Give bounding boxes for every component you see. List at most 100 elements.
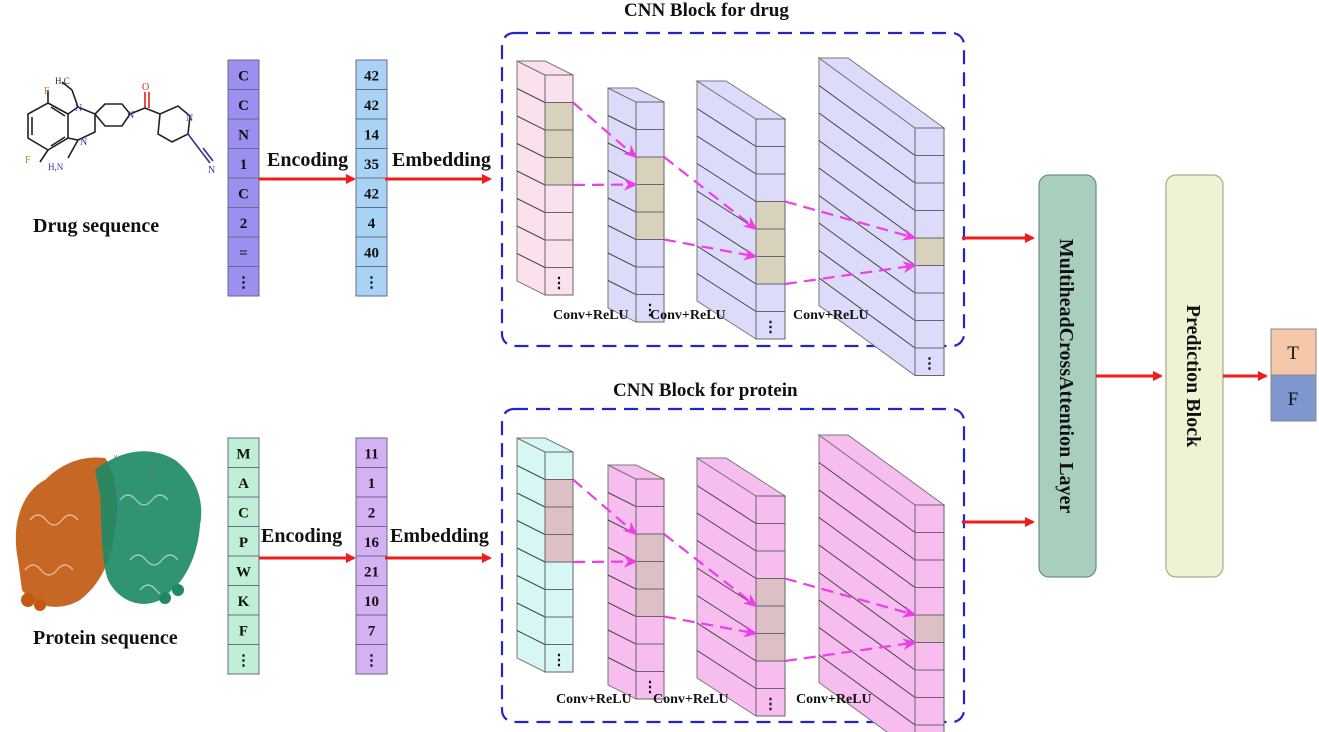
receptive-field-cell: [635, 184, 665, 213]
drug-token-column-cell: [227, 89, 260, 120]
feature-cell: [755, 311, 786, 340]
receptive-field-cell: [755, 633, 786, 662]
feature-cell: [544, 184, 574, 213]
protein-embedding-label: Embedding: [390, 525, 489, 547]
atom-label: O: [142, 82, 149, 93]
drug-encoded-column-cell-text: 42: [364, 98, 379, 114]
protein-cnn-block-frame: [500, 407, 966, 724]
protein-conv-label-1: Conv+ReLU: [556, 692, 632, 707]
drug-receptive-arrow: [572, 178, 638, 191]
ellipsis-marker: ⋮: [763, 696, 778, 712]
protein-encoded-column-cell: [355, 555, 388, 586]
feature-cell: [544, 589, 574, 618]
protein-token-column-cell-text: P: [239, 535, 248, 551]
receptive-field-cell: [755, 228, 786, 257]
receptive-field-cell: [914, 614, 945, 643]
feature-cell: [914, 292, 945, 321]
protein-conv-layer-2: ⋮: [695, 457, 787, 717]
drug-token-column-cell: [227, 59, 260, 90]
drug-token-column-cell-text: 1: [240, 157, 248, 173]
feature-cell: [544, 451, 574, 480]
drug-token-column-cell-text: =: [239, 245, 248, 261]
drug-token-column-cell-text: N: [238, 127, 249, 143]
feature-cell: [755, 118, 786, 147]
feature-cell: [914, 587, 945, 616]
svg-text:×: ×: [113, 452, 118, 462]
receptive-field-cell: [544, 506, 574, 535]
drug-encoded-column-cell: [355, 89, 388, 120]
feature-cell: [755, 550, 786, 579]
drug-encoded-column-cell: [355, 236, 388, 267]
drug-receptive-arrow: [572, 101, 638, 159]
drug-conv-layer-2: ⋮: [695, 80, 787, 340]
receptive-field-cell: [544, 102, 574, 131]
drug-token-column-cell: [227, 207, 260, 238]
protein-encoded-column-cell-text: 16: [364, 535, 380, 551]
feature-cell: [544, 644, 574, 673]
protein-encoded-column-cell: [355, 614, 388, 645]
feature-cell: [914, 347, 945, 376]
drug-sequence-caption: Drug sequence: [33, 215, 159, 237]
protein-sequence-caption: Protein sequence: [33, 627, 178, 649]
drug-encoded-column-cell-text: ⋮: [364, 275, 379, 291]
prediction-block: Prediction Block: [1165, 174, 1224, 578]
drug-token-column-cell-text: ⋮: [236, 275, 251, 291]
drug-molecule-image: [27, 81, 214, 164]
ellipsis-marker: ⋮: [552, 652, 567, 668]
feature-cell: [635, 671, 665, 700]
feature-cell: [635, 616, 665, 645]
receptive-field-cell: [755, 201, 786, 230]
protein-conv-label-2: Conv+ReLU: [653, 692, 729, 707]
receptive-field-cell: [635, 211, 665, 240]
protein-token-column-cell-text: C: [238, 505, 249, 521]
feature-cell: [914, 697, 945, 726]
feature-cell: [635, 266, 665, 295]
drug-encoded-column-cell-text: 40: [364, 245, 379, 261]
drug-token-column-cell: [227, 236, 260, 267]
drug-molecule-atom-labels: H,C F F N N N N N H,N O: [25, 76, 215, 176]
protein-token-column-cell: [227, 526, 260, 557]
feature-cell: [635, 239, 665, 268]
atom-label: N: [208, 165, 215, 176]
ellipsis-marker: ⋮: [922, 356, 937, 372]
protein-encoded-column-cell-text: 11: [364, 446, 378, 462]
feature-cell: [544, 267, 574, 296]
protein-token-column-cell-text: F: [239, 623, 248, 639]
receptive-field-cell: [544, 479, 574, 508]
drug-token-column-cell-text: C: [238, 186, 249, 202]
protein-conv-layer-3: ⋮: [817, 434, 946, 732]
protein-token-column-cell: [227, 644, 260, 675]
multihead-cross-attention-layer: MultiheadCrossAttention Layer: [1038, 174, 1097, 578]
output-true-label: T: [1287, 343, 1299, 364]
receptive-field-cell: [755, 256, 786, 285]
feature-cell: [635, 294, 665, 323]
feature-cell: [755, 660, 786, 689]
protein-encoded-column-cell-text: 7: [368, 623, 376, 639]
protein-token-column-cell-text: M: [236, 446, 250, 462]
feature-cell: [544, 239, 574, 268]
drug-token-column-cell-text: 2: [240, 216, 248, 232]
drug-conv-layer-3: ⋮: [817, 57, 946, 377]
drug-encoded-column-cell: [355, 207, 388, 238]
protein-encoding-label: Encoding: [261, 525, 342, 547]
drug-receptive-arrow: [663, 238, 758, 261]
atom-label: F: [25, 155, 31, 166]
drug-encoding-label: Encoding: [267, 149, 348, 171]
drug-token-column-cell: [227, 148, 260, 179]
receptive-field-cell: [914, 237, 945, 266]
protein-encoded-column-cell: [355, 585, 388, 616]
atom-label: N: [80, 137, 87, 148]
feature-cell: [544, 561, 574, 590]
protein-receptive-arrow: [784, 577, 917, 618]
feature-cell: [755, 523, 786, 552]
feature-cell: [914, 559, 945, 588]
ellipsis-marker: ⋮: [643, 302, 658, 318]
output-false-cell: [1270, 374, 1317, 422]
feature-cell: [914, 504, 945, 533]
drug-encoded-column-cell-text: 35: [364, 157, 379, 173]
receptive-field-cell: [544, 129, 574, 158]
feature-cell: [544, 616, 574, 645]
drug-conv-label-1: Conv+ReLU: [553, 308, 629, 323]
atom-label: N: [75, 103, 82, 114]
feature-cell: [914, 127, 945, 156]
